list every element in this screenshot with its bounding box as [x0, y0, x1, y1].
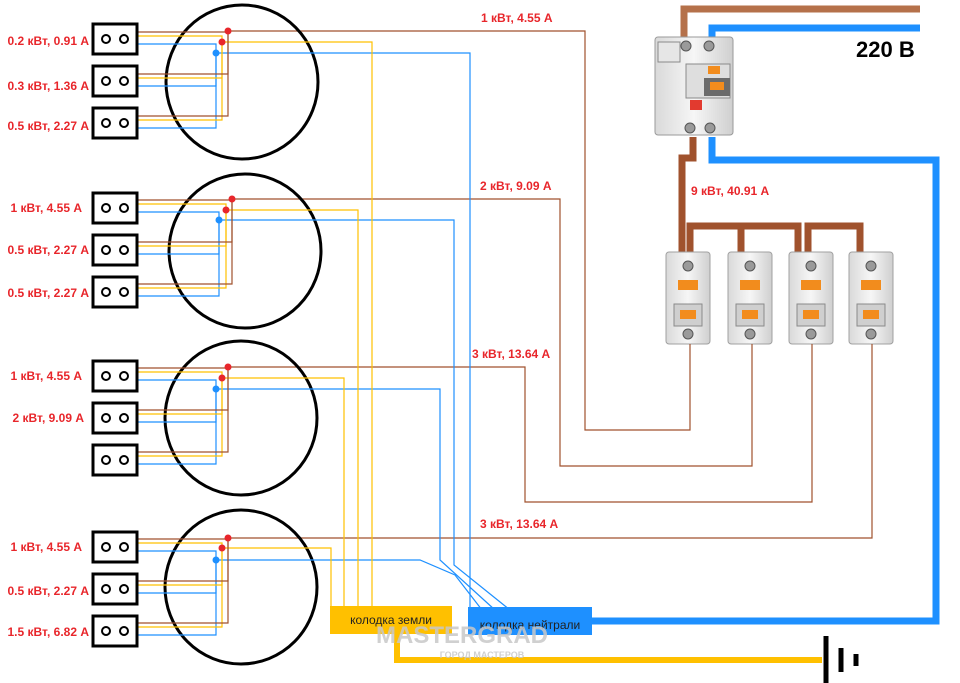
- junction-dots: [212, 27, 236, 564]
- socket-icon: [91, 443, 139, 477]
- group-3-phase-cable: [228, 344, 813, 503]
- neutral-bus-label: колодка нейтрали: [480, 618, 580, 632]
- socket-icon: [91, 233, 139, 267]
- main-feed-label: 9 кВт, 40.91 А: [691, 184, 770, 198]
- socket-load-label: 0.3 кВт, 1.36 А: [7, 79, 89, 93]
- circuit-breaker: [727, 251, 773, 345]
- circuit-breaker: [665, 251, 711, 345]
- earth-symbol-icon: [823, 636, 859, 683]
- sockets: [91, 22, 139, 648]
- socket-load-label: 2 кВт, 9.09 А: [12, 411, 84, 425]
- socket-labels: 0.2 кВт, 0.91 А 0.3 кВт, 1.36 А 0.5 кВт,…: [7, 34, 89, 639]
- junction-box-4: [163, 508, 319, 666]
- socket-load-label: 1 кВт, 4.55 А: [10, 201, 82, 215]
- neutral-bus-box: колодка нейтрали: [468, 607, 592, 635]
- watermark-tagline: ГОРОД МАСТЕРОВ: [440, 650, 525, 660]
- ground-bus-box: колодка земли: [330, 606, 452, 634]
- socket-icon: [91, 614, 139, 648]
- socket-icon: [91, 572, 139, 606]
- group-3-line-label: 3 кВт, 13.64 А: [472, 347, 551, 361]
- group-1-line-label: 1 кВт, 4.55 А: [481, 11, 553, 25]
- supply-voltage-label: 220 В: [856, 37, 915, 62]
- socket-icon: [91, 359, 139, 393]
- socket-load-label: 1 кВт, 4.55 А: [10, 540, 82, 554]
- rcd-to-breakers-phase: [678, 137, 697, 258]
- group-2-line-label: 2 кВт, 9.09 А: [480, 179, 552, 193]
- junction-boxes: [163, 3, 323, 666]
- phase-branch-wires: [137, 31, 233, 624]
- group-1-phase-cable: [228, 30, 691, 431]
- supply-section: 220 В 9 кВт, 40.91 А: [394, 5, 940, 683]
- socket-icon: [91, 275, 139, 309]
- socket-icon: [91, 64, 139, 98]
- socket-icon: [91, 401, 139, 435]
- watermark-brand: MASTERGRAD: [376, 622, 548, 649]
- socket-load-label: 0.5 кВт, 2.27 А: [7, 286, 89, 300]
- breaker-bus-jumper: [804, 222, 864, 258]
- circuit-breaker: [788, 251, 834, 345]
- circuit-breakers: [665, 251, 894, 345]
- main-neutral-cable: [592, 137, 940, 625]
- junction-box-2: [167, 172, 323, 330]
- ground-branch-wires: [137, 35, 373, 628]
- rcd-breaker: [654, 36, 734, 136]
- socket-icon: [91, 22, 139, 56]
- group-4-phase-cable: [228, 344, 873, 539]
- breaker-bus-jumper: [686, 222, 740, 258]
- socket-load-label: 0.5 кВт, 2.27 А: [7, 119, 89, 133]
- group-4-line-label: 3 кВт, 13.64 А: [480, 517, 559, 531]
- socket-load-label: 1 кВт, 4.55 А: [10, 369, 82, 383]
- socket-load-label: 0.5 кВт, 2.27 А: [7, 584, 89, 598]
- ground-cable: [394, 630, 822, 663]
- circuit-breaker: [848, 251, 894, 345]
- breaker-bus-jumper: [737, 222, 802, 258]
- group-2-phase-cable: [232, 198, 753, 467]
- socket-load-label: 0.5 кВт, 2.27 А: [7, 243, 89, 257]
- group-phase-cables: [228, 30, 873, 539]
- socket-load-label: 0.2 кВт, 0.91 А: [7, 34, 89, 48]
- ground-bus-label: колодка земли: [350, 613, 432, 627]
- junction-box-3: [163, 339, 319, 497]
- socket-icon: [91, 530, 139, 564]
- junction-box-1: [164, 3, 320, 161]
- socket-icon: [91, 191, 139, 225]
- socket-load-label: 1.5 кВт, 6.82 А: [7, 625, 89, 639]
- socket-icon: [91, 106, 139, 140]
- neutral-branch-wires: [137, 43, 511, 636]
- supply-phase-cable: [680, 5, 920, 45]
